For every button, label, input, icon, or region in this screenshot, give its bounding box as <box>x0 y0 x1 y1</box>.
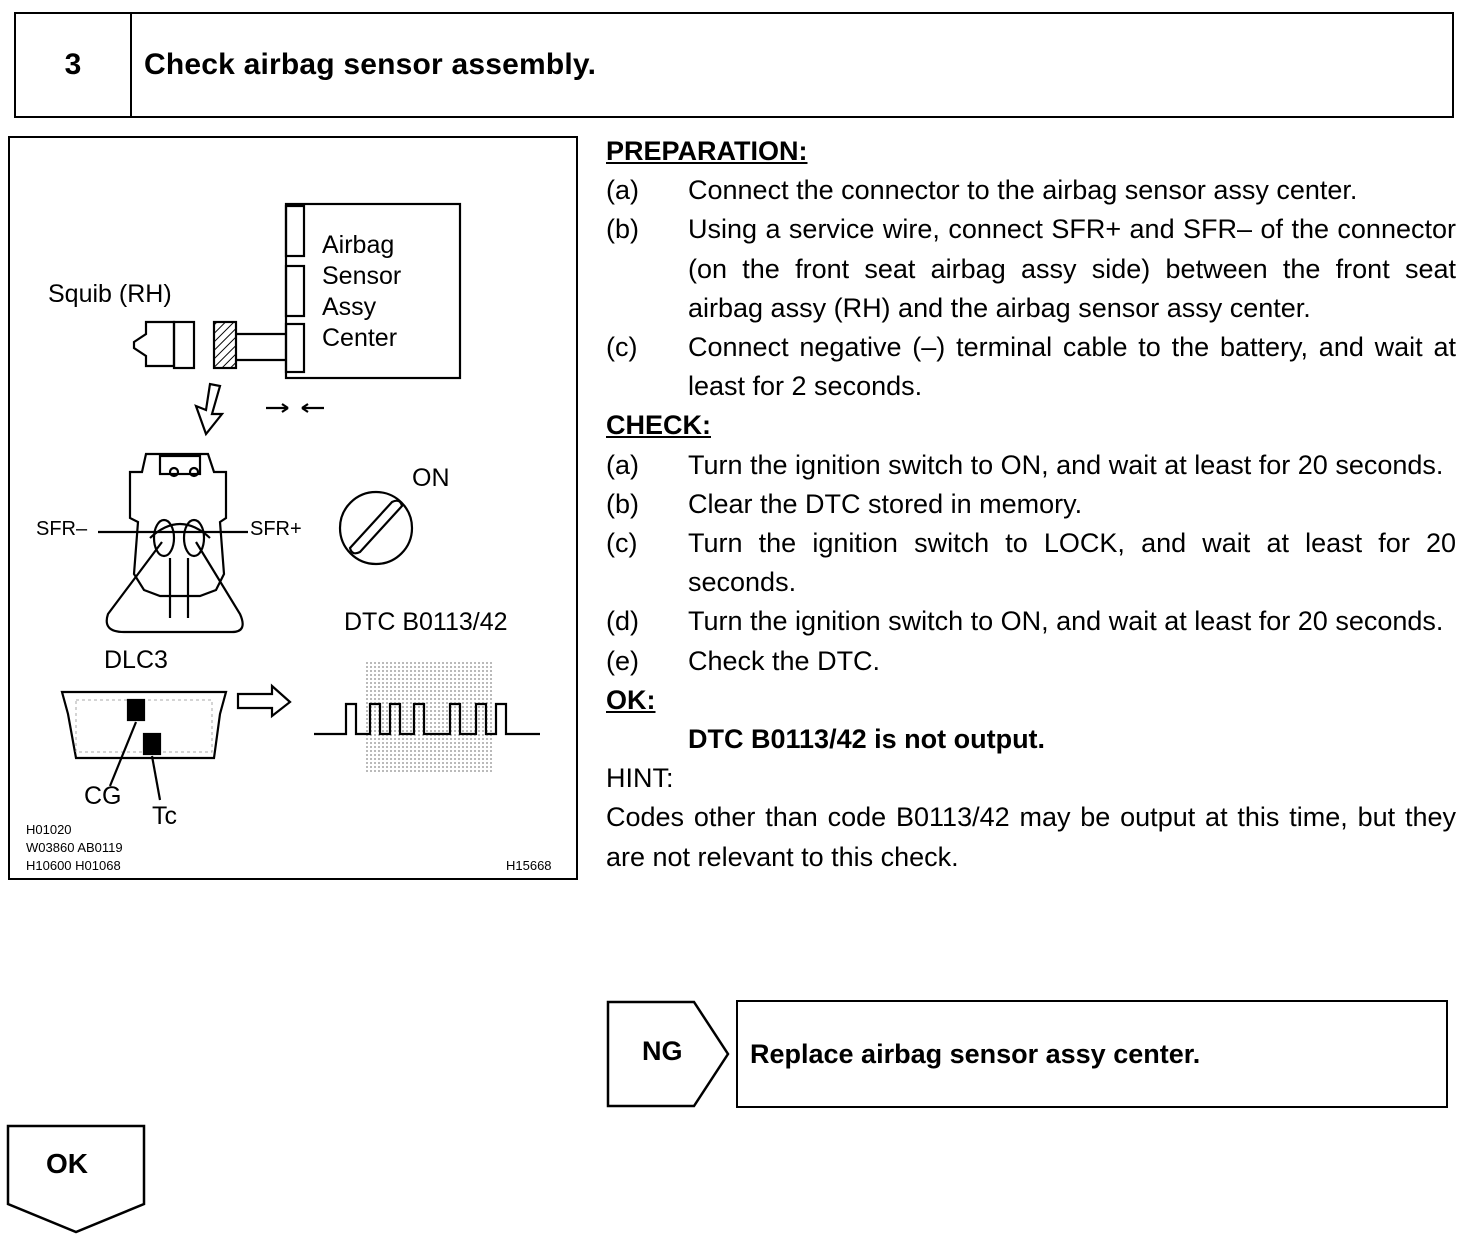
service-wire <box>105 541 244 634</box>
check-step: (c) Turn the ignition switch to LOCK, an… <box>606 524 1456 602</box>
ref-code-1: H01020 <box>26 822 72 837</box>
step-number: 3 <box>16 14 132 116</box>
step-letter: (a) <box>606 449 639 480</box>
tc-label: Tc <box>152 802 177 830</box>
ng-arrow-shape <box>606 1000 730 1108</box>
ref-code-2: W03860 AB0119 <box>26 840 123 855</box>
step-text: Connect negative (–) terminal cable to t… <box>688 332 1456 402</box>
step-text: Clear the DTC stored in memory. <box>688 488 1083 519</box>
check-heading: CHECK: <box>606 410 711 441</box>
squib-label: Squib (RH) <box>48 280 172 308</box>
procedure-text: PREPARATION: (a) Connect the connector t… <box>606 132 1456 877</box>
sensor-label-line-1: Airbag <box>322 231 395 259</box>
step-letter: (c) <box>606 528 638 559</box>
check-step: (e) Check the DTC. <box>606 642 1456 681</box>
step-title: Check airbag sensor assembly. <box>144 48 597 81</box>
check-step: (a) Turn the ignition switch to ON, and … <box>606 446 1456 485</box>
step-letter: (b) <box>606 488 639 519</box>
down-arrow <box>194 382 225 437</box>
ok-heading: OK: <box>606 684 656 715</box>
hint-text: Codes other than code B0113/42 may be ou… <box>606 802 1456 872</box>
preparation-heading: PREPARATION: <box>606 136 808 166</box>
sensor-label-line-3: Assy <box>322 293 377 321</box>
ignition-switch-icon <box>338 490 414 566</box>
dlc3-connector <box>60 690 228 760</box>
ng-label: NG <box>642 1036 683 1066</box>
step-text: Turn the ignition switch to LOCK, and wa… <box>688 528 1456 598</box>
on-label: ON <box>412 464 450 492</box>
preparation-step: (b) Using a service wire, connect SFR+ a… <box>606 210 1456 328</box>
sensor-label-line-2: Sensor <box>322 262 402 290</box>
step-text: Connect the connector to the airbag sens… <box>688 175 1358 206</box>
sfr-minus-label: SFR– <box>36 518 88 540</box>
sfr-plus-label: SFR+ <box>250 518 302 540</box>
figure-id: H15668 <box>506 858 552 873</box>
dtc-waveform <box>314 702 540 736</box>
dtc-label: DTC B0113/42 <box>344 608 508 636</box>
diagram-figure: Squib (RH) Airbag Sensor Assy Center ON … <box>8 136 578 880</box>
preparation-step: (c) Connect negative (–) terminal cable … <box>606 328 1456 406</box>
diagram-drawing <box>60 202 540 801</box>
step-text: Turn the ignition switch to ON, and wait… <box>688 449 1444 480</box>
sensor-label-line-4: Center <box>322 324 398 352</box>
step-letter: (e) <box>606 645 639 676</box>
ok-label: OK <box>46 1148 88 1179</box>
check-step: (d) Turn the ignition switch to ON, and … <box>606 602 1456 641</box>
dlc3-label: DLC3 <box>104 646 168 674</box>
step-header: 3 Check airbag sensor assembly. <box>14 12 1454 118</box>
step-text: Using a service wire, connect SFR+ and S… <box>688 214 1456 323</box>
ng-action-box: Replace airbag sensor assy center. <box>736 1000 1448 1108</box>
ref-code-3: H10600 H01068 <box>26 858 121 873</box>
step-letter: (d) <box>606 606 639 637</box>
step-text: Check the DTC. <box>688 645 881 676</box>
ok-result-box: OK <box>6 1124 146 1234</box>
right-arrow <box>236 683 292 719</box>
check-step: (b) Clear the DTC stored in memory. <box>606 485 1456 524</box>
hint-heading: HINT: <box>606 763 674 794</box>
ng-result-box: NG <box>606 1000 731 1108</box>
ok-arrow-shape <box>6 1124 146 1234</box>
step-letter: (a) <box>606 175 639 206</box>
cg-label: CG <box>84 782 122 810</box>
sfr-connector <box>128 452 228 598</box>
step-text: Turn the ignition switch to ON, and wait… <box>688 606 1444 637</box>
step-letter: (c) <box>606 332 638 363</box>
step-letter: (b) <box>606 214 639 245</box>
squib-plug <box>132 320 176 368</box>
ok-result-text: DTC B0113/42 is not output. <box>688 724 1046 755</box>
hatched-connector <box>212 320 238 370</box>
preparation-step: (a) Connect the connector to the airbag … <box>606 171 1456 210</box>
